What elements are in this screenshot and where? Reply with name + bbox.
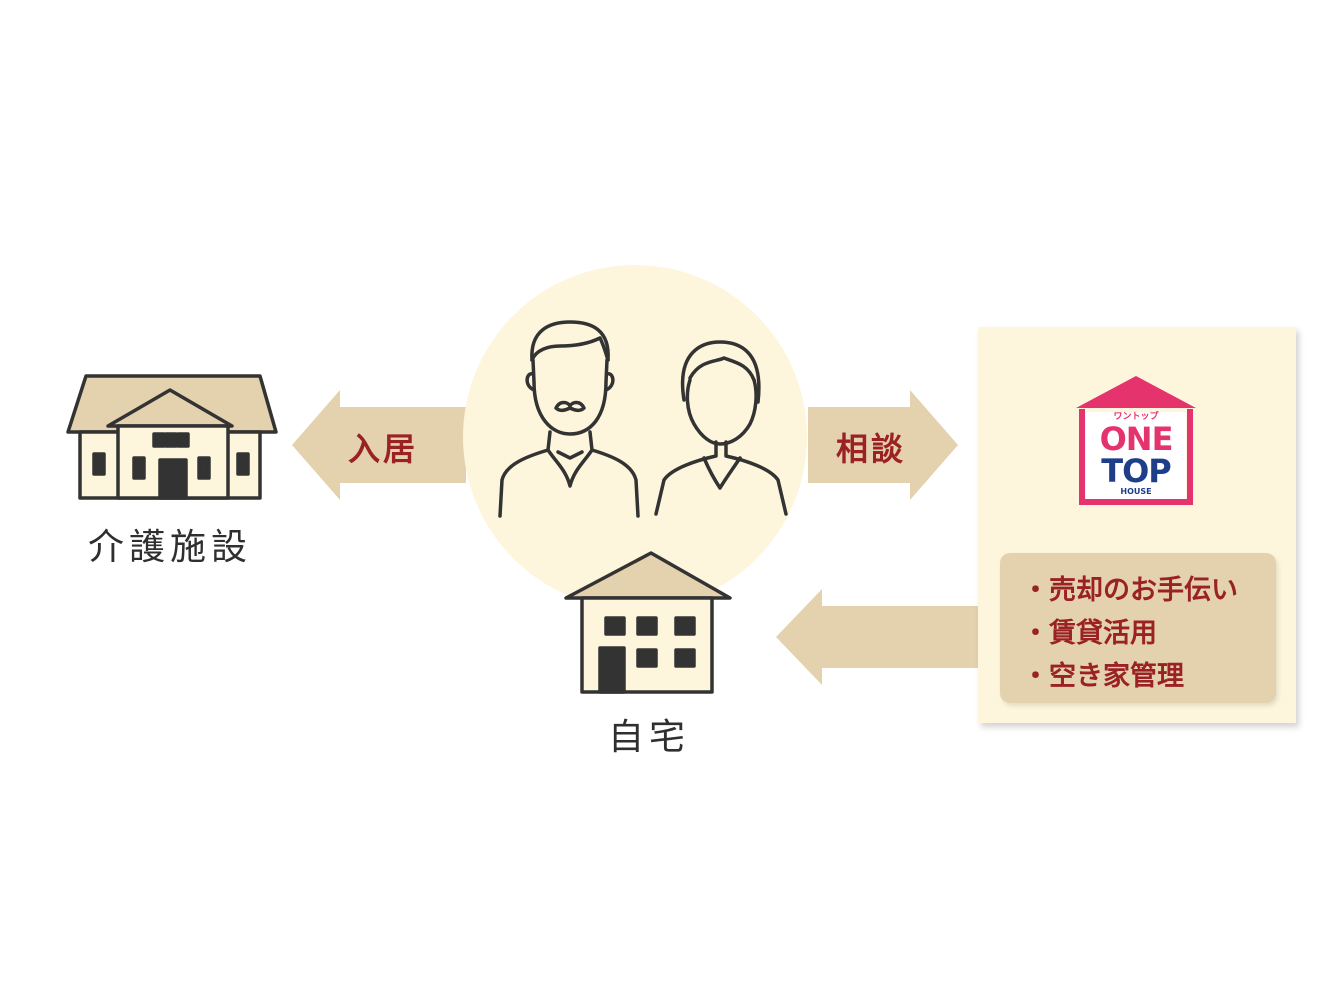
care-facility-icon (66, 374, 278, 500)
services-list: 売却のお手伝い 賃貸活用 空き家管理 (1000, 553, 1276, 698)
elderly-woman-icon (654, 340, 788, 516)
service-item-vacant: 空き家管理 (1022, 655, 1276, 698)
service-item-rental: 賃貸活用 (1022, 612, 1276, 655)
services-box: 売却のお手伝い 賃貸活用 空き家管理 (1000, 553, 1276, 703)
move-in-label: 入居 (348, 430, 419, 468)
logo-house-text: HOUSE (1120, 487, 1152, 496)
consult-arrow (808, 390, 958, 500)
logo-house-shape-icon (1076, 376, 1196, 505)
service-arrow (776, 589, 1010, 685)
home-label: 自宅 (608, 717, 691, 758)
logo-text-block: ワントップ ONE TOP HOUSE (1086, 412, 1186, 499)
service-item-sale: 売却のお手伝い (1022, 569, 1276, 612)
consult-label: 相談 (836, 430, 907, 468)
home-icon (564, 551, 732, 694)
logo-top-text: TOP (1101, 452, 1171, 490)
logo-kana-text: ワントップ (1113, 412, 1159, 422)
logo-one-text: ONE (1099, 420, 1174, 458)
elderly-man-icon (498, 320, 640, 518)
facility-label: 介護施設 (88, 527, 253, 568)
move-in-arrow (292, 390, 466, 500)
owner-circle (463, 265, 807, 609)
